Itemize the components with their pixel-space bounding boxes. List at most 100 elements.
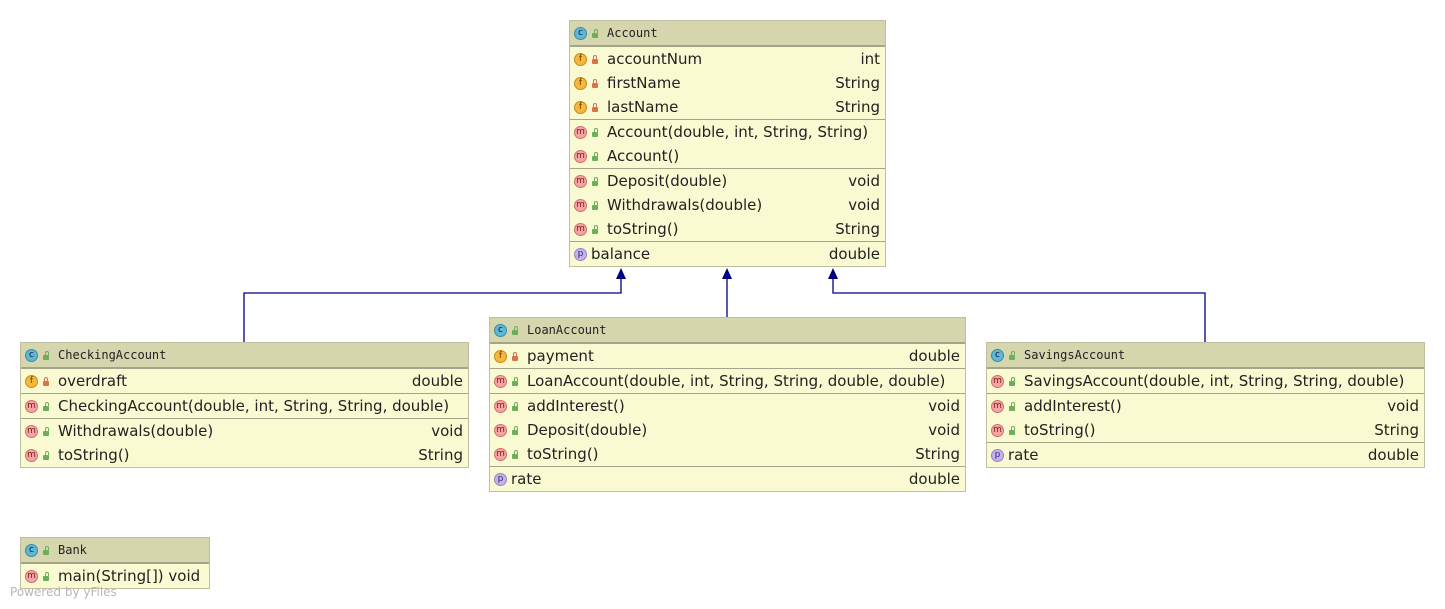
public-icon	[42, 571, 50, 581]
edge-checking-to-account	[243, 279, 622, 342]
property-row[interactable]: p rate double	[490, 467, 965, 491]
public-icon	[1008, 401, 1016, 411]
method-row[interactable]: m Withdrawals(double) void	[21, 419, 468, 443]
constructors-section: m SavingsAccount(double, int, String, St…	[987, 368, 1424, 393]
class-icon: c	[574, 26, 587, 40]
public-icon	[591, 127, 599, 137]
method-row[interactable]: m toString() String	[21, 443, 468, 467]
public-icon	[591, 151, 599, 161]
constructor-row[interactable]: m Account(double, int, String, String)	[570, 120, 885, 144]
field-row[interactable]: f lastName String	[570, 95, 885, 119]
class-name: LoanAccount	[527, 323, 607, 337]
field-icon: f	[574, 52, 587, 66]
method-icon: m	[574, 125, 587, 139]
method-name: addInterest()	[527, 397, 625, 415]
method-name: Deposit(double)	[527, 421, 648, 439]
method-return-type: String	[835, 220, 880, 238]
method-row[interactable]: m Withdrawals(double) void	[570, 193, 885, 217]
method-name: toString()	[607, 220, 679, 238]
public-icon	[42, 426, 50, 436]
public-icon	[1008, 425, 1016, 435]
class-header: c Bank	[21, 538, 209, 563]
method-icon: m	[991, 374, 1004, 388]
method-return-type: void	[848, 196, 880, 214]
private-icon	[511, 351, 519, 361]
constructor-row[interactable]: m Account()	[570, 144, 885, 168]
method-icon: m	[494, 447, 507, 461]
method-row[interactable]: m main(String[]) void	[21, 564, 209, 588]
constructors-section: m Account(double, int, String, String) m…	[570, 119, 885, 168]
method-name: toString()	[1024, 421, 1096, 439]
public-icon	[42, 401, 50, 411]
class-header: c CheckingAccount	[21, 343, 468, 368]
property-row[interactable]: p rate double	[987, 443, 1424, 467]
class-name: Bank	[58, 543, 87, 557]
fields-section: f payment double	[490, 343, 965, 368]
field-name: firstName	[607, 74, 681, 92]
constructor-row[interactable]: m LoanAccount(double, int, String, Strin…	[490, 369, 965, 393]
method-icon: m	[25, 448, 38, 462]
method-row[interactable]: m Deposit(double) void	[490, 418, 965, 442]
class-icon: c	[991, 348, 1004, 362]
class-icon: c	[25, 348, 38, 362]
class-loan-account[interactable]: c LoanAccount f payment double m LoanAcc…	[489, 317, 966, 492]
field-type: String	[835, 74, 880, 92]
methods-section: m Deposit(double) void m Withdrawals(dou…	[570, 168, 885, 241]
method-name: Withdrawals(double)	[607, 196, 763, 214]
field-name: lastName	[607, 98, 679, 116]
class-bank[interactable]: c Bank m main(String[]) void	[20, 537, 210, 589]
constructor-name: Account(double, int, String, String)	[607, 123, 869, 141]
method-row[interactable]: m Deposit(double) void	[570, 169, 885, 193]
method-row[interactable]: m toString() String	[570, 217, 885, 241]
constructor-name: SavingsAccount(double, int, String, Stri…	[1024, 372, 1405, 390]
method-icon: m	[25, 569, 38, 583]
property-name: rate	[511, 470, 542, 488]
property-icon: p	[494, 472, 507, 486]
class-name: SavingsAccount	[1024, 348, 1126, 362]
method-icon: m	[25, 399, 38, 413]
method-name: toString()	[527, 445, 599, 463]
private-icon	[42, 376, 50, 386]
method-icon: m	[991, 399, 1004, 413]
method-row[interactable]: m addInterest() void	[490, 394, 965, 418]
method-row[interactable]: m toString() String	[987, 418, 1424, 442]
property-row[interactable]: p balance double	[570, 242, 885, 266]
method-row[interactable]: m toString() String	[490, 442, 965, 466]
public-icon	[591, 224, 599, 234]
field-icon: f	[494, 349, 507, 363]
methods-section: m main(String[]) void	[21, 563, 209, 588]
field-row[interactable]: f accountNum int	[570, 47, 885, 71]
class-savings-account[interactable]: c SavingsAccount m SavingsAccount(double…	[986, 342, 1425, 468]
public-icon	[511, 425, 519, 435]
method-icon: m	[25, 424, 38, 438]
class-checking-account[interactable]: c CheckingAccount f overdraft double m C…	[20, 342, 469, 468]
field-row[interactable]: f payment double	[490, 344, 965, 368]
field-row[interactable]: f overdraft double	[21, 369, 468, 393]
method-return-type: void	[928, 397, 960, 415]
public-icon	[591, 28, 599, 38]
field-icon: f	[574, 100, 587, 114]
method-name: Withdrawals(double)	[58, 422, 214, 440]
field-name: overdraft	[58, 372, 127, 390]
constructor-name: LoanAccount(double, int, String, String,…	[527, 372, 946, 390]
method-name: main(String[]) void	[58, 567, 201, 585]
fields-section: f accountNum int f firstName String f la…	[570, 46, 885, 119]
class-icon: c	[494, 323, 507, 337]
method-icon: m	[574, 149, 587, 163]
class-account[interactable]: c Account f accountNum int f firstName S…	[569, 20, 886, 267]
arrowhead-checking	[616, 268, 626, 279]
method-row[interactable]: m addInterest() void	[987, 394, 1424, 418]
constructor-row[interactable]: m SavingsAccount(double, int, String, St…	[987, 369, 1424, 393]
field-type: int	[860, 50, 880, 68]
method-return-type: String	[915, 445, 960, 463]
property-name: rate	[1008, 446, 1039, 464]
private-icon	[591, 54, 599, 64]
constructor-row[interactable]: m CheckingAccount(double, int, String, S…	[21, 394, 468, 418]
field-row[interactable]: f firstName String	[570, 71, 885, 95]
arrowhead-savings	[828, 268, 838, 279]
public-icon	[1008, 350, 1016, 360]
property-icon: p	[574, 247, 587, 261]
property-type: double	[828, 245, 880, 263]
properties-section: p balance double	[570, 241, 885, 266]
